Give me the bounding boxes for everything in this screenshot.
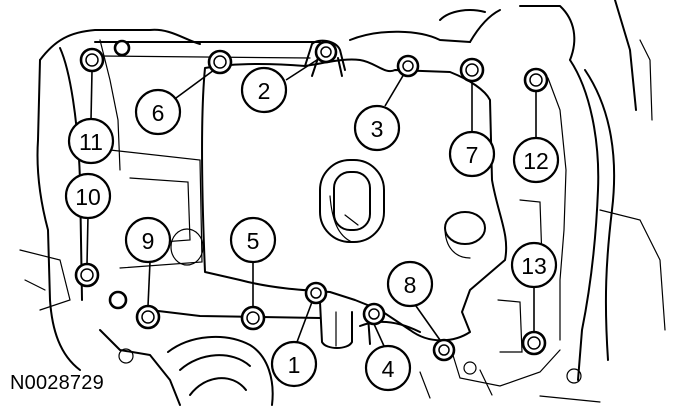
callout-5: 5: [229, 216, 277, 264]
svg-text:10: 10: [75, 184, 101, 210]
bolt-12: [523, 67, 549, 93]
bolt-8: [432, 338, 456, 362]
callout-6: 6: [134, 88, 182, 136]
bolt-3: [396, 54, 420, 78]
callout-13: 13: [510, 241, 558, 289]
bolt-11: [79, 47, 105, 73]
callout-4: 4: [364, 344, 412, 392]
callout-10: 10: [64, 172, 112, 220]
svg-text:5: 5: [247, 228, 260, 254]
svg-text:12: 12: [523, 148, 549, 174]
bolt-heads: [74, 39, 549, 362]
callout-12: 12: [512, 136, 560, 184]
engine-block-linework: [19, 0, 666, 406]
callout-8: 8: [386, 260, 434, 308]
figure-reference-code: N0028729: [10, 372, 104, 394]
callouts: 1 2 3 4 5 6 7 8 9 10 11 12 13: [64, 66, 560, 392]
bolt-6: [207, 49, 233, 75]
svg-text:11: 11: [79, 129, 103, 155]
svg-text:1: 1: [288, 352, 301, 378]
bolt-13: [521, 330, 547, 356]
bolt-5: [240, 305, 266, 331]
bolt-10: [74, 262, 100, 288]
bolt-7: [459, 57, 485, 83]
callout-2: 2: [240, 66, 288, 114]
oil-pan: [149, 39, 508, 349]
svg-text:9: 9: [142, 228, 155, 254]
svg-text:2: 2: [258, 78, 271, 104]
svg-text:13: 13: [521, 253, 547, 279]
callout-3: 3: [353, 104, 401, 152]
bolt-9: [135, 304, 161, 330]
bolt-1: [304, 281, 328, 305]
svg-text:7: 7: [466, 142, 479, 168]
callout-1: 1: [270, 340, 318, 388]
svg-text:6: 6: [152, 100, 165, 126]
svg-text:8: 8: [404, 272, 417, 298]
svg-text:4: 4: [382, 356, 395, 382]
bolt-4: [362, 302, 386, 326]
callout-9: 9: [124, 216, 172, 264]
svg-text:3: 3: [371, 116, 384, 142]
leader-lines: [86, 57, 537, 347]
callout-7: 7: [448, 130, 496, 178]
callout-11: 11: [67, 117, 115, 165]
bolt-2: [314, 40, 338, 64]
